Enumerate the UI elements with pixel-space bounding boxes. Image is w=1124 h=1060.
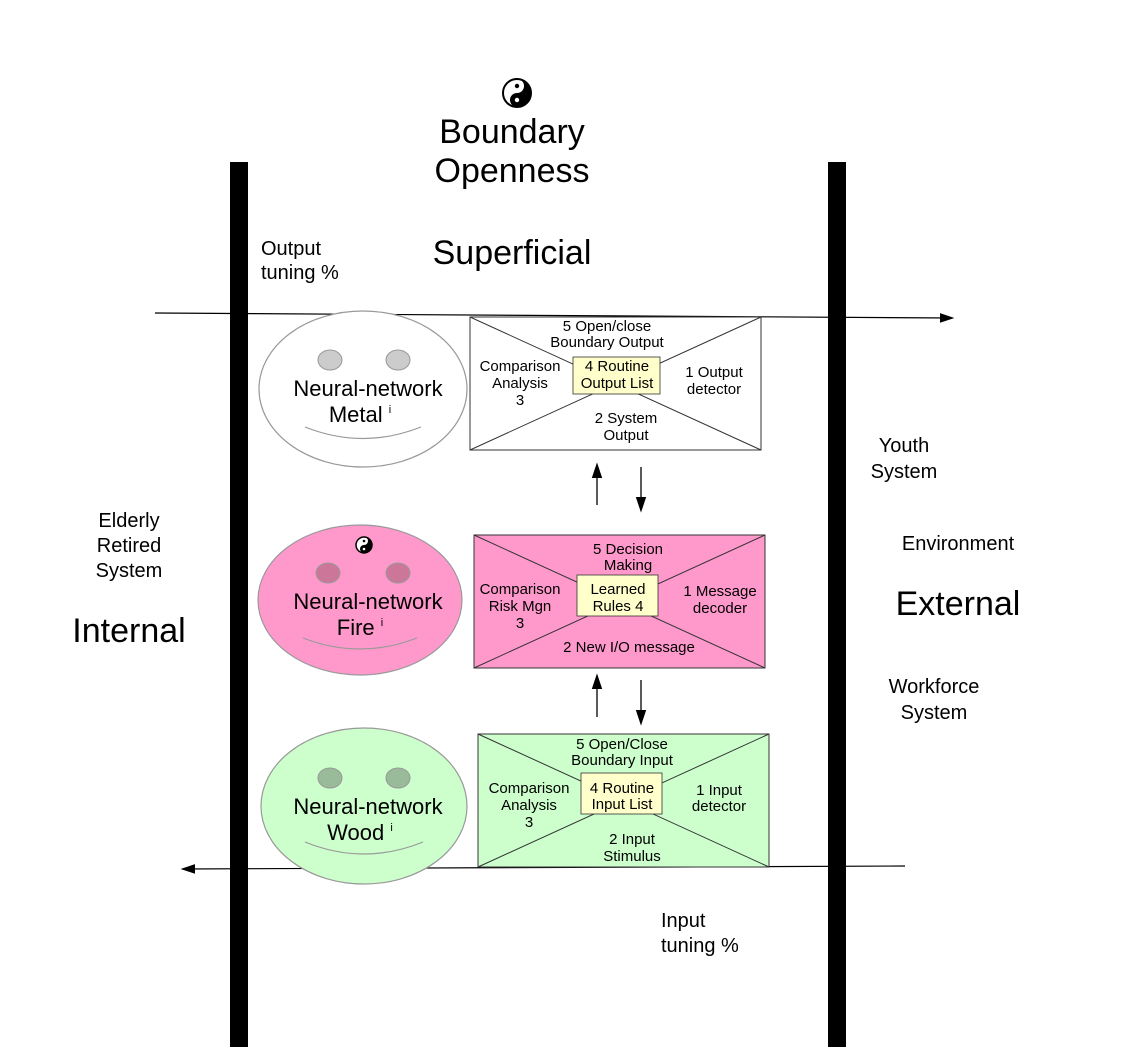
wood-face-name-2: Wood i (327, 820, 393, 846)
output-box-left-2: Analysis (492, 375, 548, 392)
internal-boundary-bar (230, 162, 248, 1047)
input-box-center-2: Input List (591, 796, 653, 813)
title-line-2: Openness (434, 152, 590, 190)
output-tuning-label-1: Output (261, 238, 322, 260)
environment-label: Environment (901, 533, 1015, 555)
input-box-top-1: 5 Open/Close (576, 736, 668, 753)
fire-face (257, 524, 463, 676)
metal-left-eye (317, 349, 343, 371)
decision-box-left-3: 3 (515, 615, 525, 632)
superficial-label: Superficial (432, 234, 592, 272)
fire-face-name-1: Neural-network (293, 589, 443, 614)
metal-face-name-1: Neural-network (293, 376, 443, 401)
fire-face-name-text: Fire (336, 615, 375, 640)
output-center-label-bg (572, 356, 661, 395)
output-flow-arrow (154, 312, 955, 323)
yin-yang-icon (355, 536, 373, 554)
input-box-left-3: 3 (524, 814, 534, 831)
fire-superscript: i (380, 617, 384, 629)
fire-left-eye (315, 562, 341, 584)
elderly-label-3: System (95, 560, 163, 582)
input-box-bottom-1: 2 Input (609, 831, 655, 848)
wood-face-name-1: Neural-network (293, 794, 443, 819)
elderly-label-1: Elderly (98, 510, 160, 532)
decision-box-center-1: Learned (590, 581, 646, 598)
metal-face-name-2: Metal i (329, 402, 391, 428)
metal-smile (304, 426, 422, 440)
decision-box-left-1: Comparison (479, 581, 561, 598)
output-box-left-1: Comparison (479, 358, 561, 375)
input-box-left-2: Analysis (501, 797, 557, 814)
output-box-right-1: 1 Output (685, 364, 743, 381)
youth-label-2: System (870, 461, 938, 483)
wood-left-eye (317, 767, 343, 789)
metal-right-eye (385, 349, 411, 371)
wood-face (260, 727, 468, 885)
workforce-label-2: System (900, 702, 968, 724)
workforce-label-1: Workforce (888, 676, 980, 698)
output-box (469, 316, 762, 451)
elderly-label-2: Retired (96, 535, 162, 557)
metal-superscript: i (388, 404, 392, 416)
fire-right-eye (385, 562, 411, 584)
external-label: External (895, 585, 1021, 623)
internal-label: Internal (72, 612, 186, 650)
decision-center-label-bg (576, 574, 659, 617)
output-box-bottom-2: Output (603, 427, 649, 444)
output-box-right-2: detector (686, 381, 742, 398)
input-tuning-label-1: Input (661, 910, 706, 932)
input-tuning-label-2: tuning % (661, 935, 739, 957)
decision-box-center-2: Rules 4 (592, 598, 644, 615)
metal-face-name-text: Metal (328, 402, 383, 427)
wood-right-eye (385, 767, 411, 789)
output-box-top-2: Boundary Output (550, 334, 664, 351)
wood-smile (304, 841, 424, 855)
external-boundary-bar (828, 162, 846, 1047)
output-box-center-2: Output List (580, 375, 654, 392)
decision-box-top-1: 5 Decision (592, 541, 664, 558)
fire-smile (302, 637, 418, 650)
wood-superscript: i (390, 822, 393, 834)
metal-face (258, 310, 468, 468)
output-tuning-label-2: tuning % (261, 262, 339, 284)
input-box (477, 733, 770, 868)
input-box-bottom-2: Stimulus (603, 848, 661, 865)
decision-box (473, 534, 766, 669)
youth-label-1: Youth (878, 435, 930, 457)
output-box-bottom-1: 2 System (594, 410, 658, 427)
title-line-1: Boundary (439, 113, 585, 151)
input-box-top-2: Boundary Input (571, 752, 673, 769)
output-box-top-1: 5 Open/close (562, 318, 652, 335)
input-center-label-bg (580, 772, 663, 815)
decision-box-bottom-1: 2 New I/O message (563, 639, 695, 656)
fire-face-name-2: Fire i (337, 615, 383, 641)
input-box-center-1: 4 Routine (589, 780, 655, 797)
yin-yang-icon (502, 78, 532, 108)
input-box-left-1: Comparison (488, 780, 570, 797)
decision-box-right-1: 1 Message (683, 583, 757, 600)
decision-box-right-2: decoder (692, 600, 748, 617)
wood-face-name-text: Wood (327, 820, 385, 845)
decision-box-top-2: Making (603, 557, 653, 574)
output-box-left-3: 3 (515, 392, 525, 409)
input-box-right-2: detector (691, 798, 747, 815)
decision-box-left-2: Risk Mgn (488, 598, 552, 615)
input-box-right-1: 1 Input (696, 782, 742, 799)
output-box-center-1: 4 Routine (584, 358, 650, 375)
